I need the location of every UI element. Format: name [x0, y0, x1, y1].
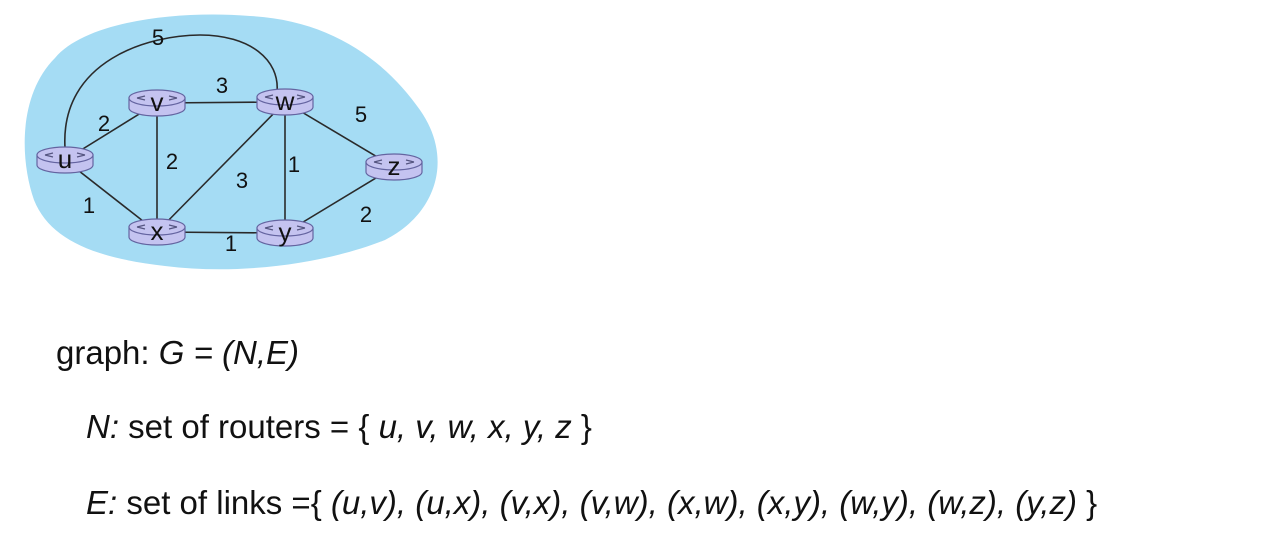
link-cost-y-z: 2 [360, 202, 372, 227]
edge-set-close: } [1076, 484, 1098, 521]
router-label-y: y [279, 217, 292, 247]
router-x: x [128, 216, 186, 246]
link-cost-u-v: 2 [98, 111, 110, 136]
router-w: w [256, 86, 314, 116]
network-cloud [24, 14, 438, 270]
link-cost-w-y: 1 [288, 152, 300, 177]
edge-set-text: set of links ={ [117, 484, 331, 521]
router-label-z: z [388, 151, 401, 181]
node-set-text: set of routers = { [119, 408, 379, 445]
node-set-members: u, v, w, x, y, z [378, 408, 572, 445]
link-cost-x-w: 3 [236, 168, 248, 193]
graph-prefix: graph: [56, 334, 159, 371]
link-u-w [64, 34, 278, 149]
router-y: y [256, 217, 314, 247]
link-cost-x-y: 1 [225, 231, 237, 256]
router-z: z [365, 151, 423, 181]
link-x-w [156, 101, 286, 233]
router-label-w: w [275, 86, 295, 116]
link-cost-w-z: 5 [355, 102, 367, 127]
link-cost-v-w: 3 [216, 73, 228, 98]
node-set-label: N: [86, 408, 119, 445]
graph-definition: graph: G = (N,E) [56, 336, 299, 369]
edge-set-label: E: [86, 484, 118, 521]
link-cost-u-x: 1 [83, 193, 95, 218]
node-set-definition: N: set of routers = { u, v, w, x, y, z } [86, 410, 592, 443]
link-cost-u-w: 5 [152, 25, 164, 50]
router-v: v [128, 87, 186, 117]
edge-set-members: (u,v), (u,x), (v,x), (v,w), (x,w), (x,y)… [330, 484, 1077, 521]
router-label-x: x [151, 216, 164, 246]
link-cost-v-x: 2 [166, 149, 178, 174]
network-graph-diagram: 2 1 5 3 2 3 1 1 5 2 u v w x y z [24, 14, 438, 270]
router-label-u: u [58, 144, 72, 174]
router-u: u [36, 144, 94, 174]
routers-layer: u v w x y z [36, 86, 423, 247]
graph-formula: G = (N,E) [158, 334, 300, 371]
edge-set-definition: E: set of links ={ (u,v), (u,x), (v,x), … [86, 486, 1097, 519]
node-set-close: } [571, 408, 592, 445]
router-label-v: v [151, 87, 164, 117]
